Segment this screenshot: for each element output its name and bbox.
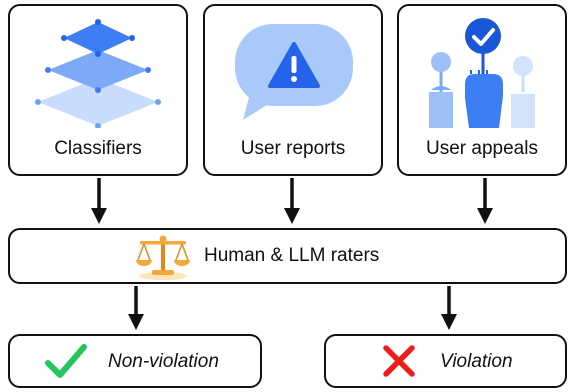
raised-hands-checkmark-icon (429, 18, 535, 128)
source-label-user-reports: User reports (240, 138, 346, 159)
user-appeals-box: User appeals (397, 4, 567, 176)
user-reports-box: User reports (203, 4, 383, 176)
outcome-label-violation: Violation (440, 351, 513, 372)
arrow-reports-to-raters (284, 178, 300, 224)
outcome-label-non-violation: Non-violation (108, 351, 219, 372)
arrow-classifiers-to-raters (91, 178, 107, 224)
scales-of-justice-icon (136, 235, 190, 280)
layered-diamonds-icon (35, 19, 161, 128)
raters-box: Human & LLM raters (8, 228, 567, 284)
arrow-raters-to-non-violation (128, 286, 144, 330)
arrow-raters-to-violation (441, 286, 457, 330)
non-violation-box: Non-violation (8, 334, 262, 388)
violation-box: Violation (324, 334, 567, 388)
source-label-user-appeals: User appeals (426, 138, 538, 159)
cross-icon (383, 345, 415, 377)
source-label-classifiers: Classifiers (54, 138, 142, 159)
classifiers-box: Classifiers (8, 4, 188, 176)
speech-bubble-warning-icon (235, 24, 353, 120)
raters-label: Human & LLM raters (204, 245, 380, 266)
arrow-appeals-to-raters (477, 178, 493, 224)
checkmark-icon (45, 344, 87, 378)
